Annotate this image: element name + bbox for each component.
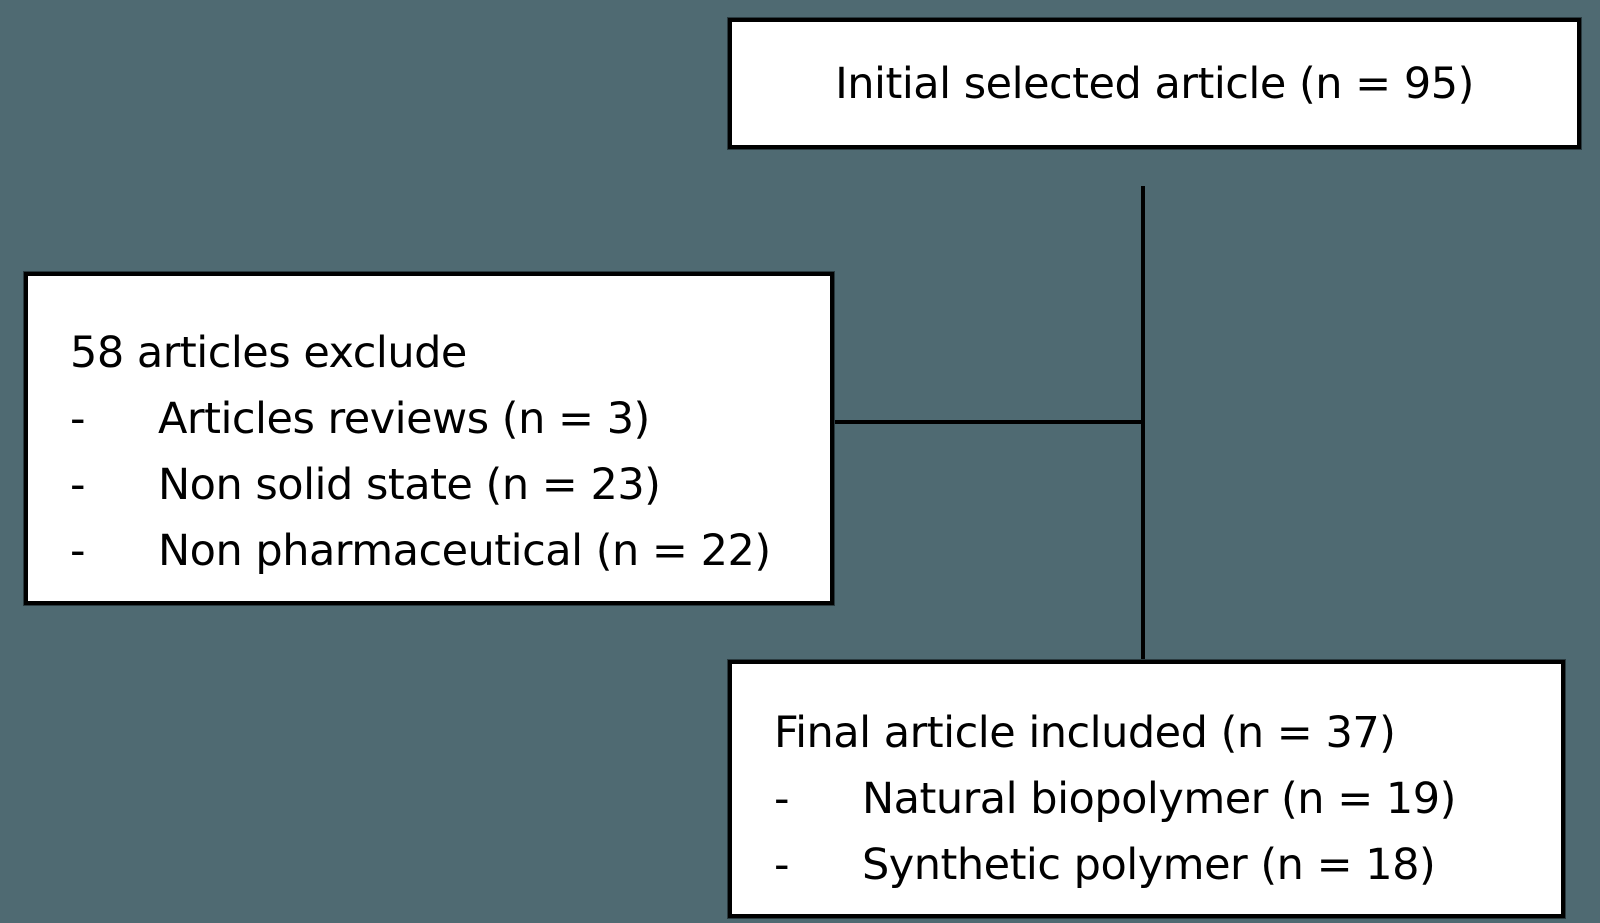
bullet-dash: - <box>774 774 790 824</box>
excluded-item: - Non solid state (n = 23) <box>70 452 830 518</box>
excluded-item-label: Non solid state (n = 23) <box>158 460 661 510</box>
bullet-dash: - <box>70 526 86 576</box>
excluded-item-label: Non pharmaceutical (n = 22) <box>158 526 771 576</box>
excluded-articles-box: 58 articles exclude - Articles reviews (… <box>24 272 834 605</box>
final-item: - Synthetic polymer (n = 18) <box>774 832 1561 898</box>
initial-articles-box: Initial selected article (n = 95) <box>728 18 1581 149</box>
final-item-label: Natural biopolymer (n = 19) <box>862 774 1456 824</box>
final-item: - Natural biopolymer (n = 19) <box>774 766 1561 832</box>
excluded-item-label: Articles reviews (n = 3) <box>158 394 650 444</box>
initial-articles-label: Initial selected article (n = 95) <box>835 58 1474 109</box>
bullet-dash: - <box>70 460 86 510</box>
final-heading: Final article included (n = 37) <box>774 708 1396 758</box>
excluded-item: - Articles reviews (n = 3) <box>70 386 830 452</box>
final-item-label: Synthetic polymer (n = 18) <box>862 840 1436 890</box>
excluded-item: - Non pharmaceutical (n = 22) <box>70 518 830 584</box>
final-articles-box: Final article included (n = 37) - Natura… <box>728 660 1565 918</box>
excluded-heading: 58 articles exclude <box>70 328 467 378</box>
horizontal-connector <box>834 420 1145 424</box>
bullet-dash: - <box>774 840 790 890</box>
bullet-dash: - <box>70 394 86 444</box>
